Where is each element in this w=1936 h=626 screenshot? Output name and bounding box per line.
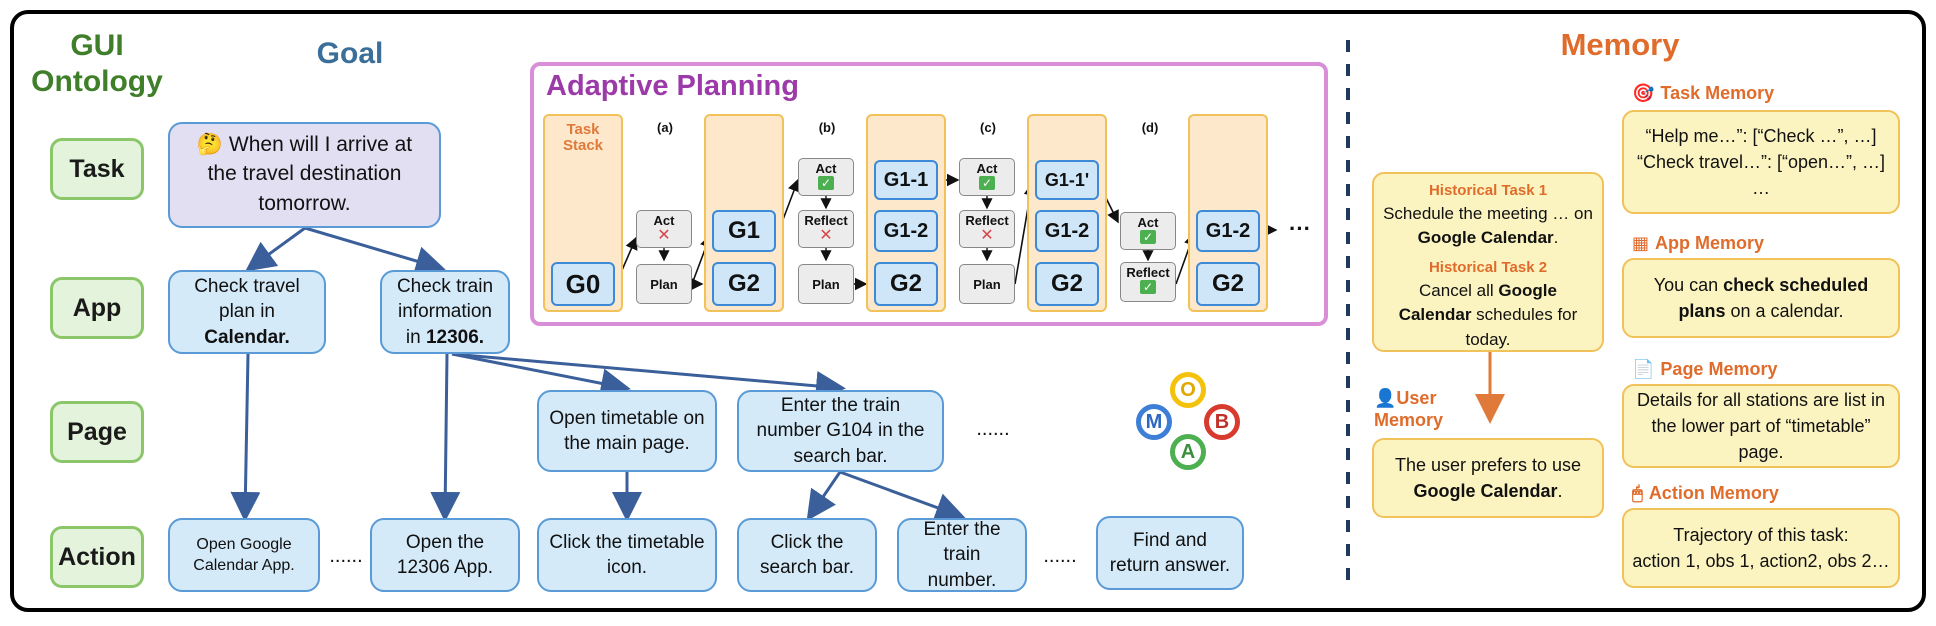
reflect-box-c: Reflect ✕ (959, 210, 1015, 248)
act-box-b: Act ✓ (798, 158, 854, 196)
action-node-find-answer: Find and return answer. (1096, 516, 1244, 590)
goal-g1: G1 (712, 210, 776, 252)
reflect-box-d: Reflect ✓ (1120, 262, 1176, 302)
historical-tasks-box: Historical Task 1 Schedule the meeting …… (1372, 172, 1604, 352)
plan-box-c: Plan (959, 264, 1015, 304)
goal-g1-1-prime: G1-1' (1035, 160, 1099, 200)
action-node-open-calendar: Open Google Calendar App. (168, 518, 320, 592)
diagram-frame (10, 10, 1926, 612)
action-ellipsis-2: ...... (1043, 544, 1077, 567)
check-icon: ✓ (979, 176, 995, 190)
level-task: Task (50, 138, 144, 200)
act-box-c: Act ✓ (959, 158, 1015, 196)
arrow-page2-to-action4 (806, 471, 842, 521)
app-node-bold: Calendar. (204, 326, 290, 348)
goal-g1-2: G1-2 (874, 210, 938, 252)
action-ellipsis-1: ...... (329, 544, 363, 567)
moba-letter-b: B (1204, 404, 1240, 440)
app-grid-icon: ▦ (1632, 232, 1650, 253)
check-icon: ✓ (1140, 230, 1156, 244)
thinking-emoji-icon: 🤔 (196, 133, 224, 156)
moba-letter-o: O (1170, 372, 1206, 408)
moba-letter-a: A (1170, 434, 1206, 470)
action-memory-box: Trajectory of this task: action 1, obs 1… (1622, 508, 1900, 588)
goal-g0: G0 (551, 262, 615, 306)
user-memory-title: 👤User Memory (1374, 388, 1444, 430)
reflect-box-b: Reflect ✕ (798, 210, 854, 248)
arrow-app2-to-action2 (430, 353, 461, 522)
act-box-a: Act ✕ (636, 210, 692, 248)
app-node-text: Check travel plan in (194, 276, 300, 323)
action-memory-title: 🖱Action Memory (1632, 482, 1779, 503)
app-memory-title: ▦App Memory (1632, 232, 1765, 253)
page-node-timetable: Open timetable on the main page. (537, 390, 717, 472)
arrow-app1-to-action1 (230, 353, 261, 522)
plan-box-a: Plan (636, 264, 692, 304)
goal-g1-2: G1-2 (1196, 210, 1260, 252)
adaptive-planning-title: Adaptive Planning (546, 70, 799, 102)
arrow-app2-to-page2 (451, 352, 846, 401)
check-icon: ✓ (1140, 280, 1156, 294)
page-node-search: Enter the train number G104 in the searc… (737, 390, 944, 472)
page-memory-box: Details for all stations are list in the… (1622, 384, 1900, 468)
arrow-page2-to-action5 (839, 470, 966, 522)
page-icon: 📄 (1632, 358, 1655, 379)
adaptive-planning-panel (530, 62, 1328, 326)
goal-g1-2: G1-2 (1035, 210, 1099, 252)
memory-title: Memory (1560, 27, 1680, 62)
arrow-task-to-app1 (245, 226, 306, 272)
app-node-calendar: Check travel plan in Calendar. (168, 270, 326, 354)
goal-g2: G2 (874, 262, 938, 306)
page-memory-title: 📄Page Memory (1632, 358, 1778, 379)
moba-letter-m: M (1136, 404, 1172, 440)
arrow-app2-to-page1 (451, 352, 631, 399)
historical-task-2-label: Historical Task 2 (1428, 259, 1548, 277)
mouse-icon: 🖱 (1632, 482, 1643, 503)
task-stack-label: Task Stack (562, 120, 604, 154)
level-action: Action (50, 526, 144, 588)
cross-icon: ✕ (980, 227, 994, 244)
user-icon: 👤 (1374, 388, 1397, 408)
task-memory-box: “Help me…”: [“Check …”, …] “Check travel… (1622, 110, 1900, 214)
step-label-c: (c) (980, 119, 996, 135)
task-memory-title: 🎯Task Memory (1632, 82, 1775, 103)
goal-label: Goal (316, 37, 384, 70)
action-node-click-timetable: Click the timetable icon. (537, 518, 717, 592)
arrow-task-to-app2 (304, 226, 446, 276)
action-node-click-search: Click the search bar. (737, 518, 877, 592)
level-app: App (50, 277, 144, 339)
action-node-open-12306: Open the 12306 App. (370, 518, 520, 592)
cross-icon: ✕ (819, 227, 833, 244)
plan-box-b: Plan (798, 264, 854, 304)
step-label-b: (b) (818, 119, 836, 135)
app-node-bold: 12306. (425, 326, 485, 348)
task-text: When will I arrive at the travel destina… (207, 133, 413, 215)
target-icon: 🎯 (1632, 82, 1655, 103)
app-node-12306: Check train information in 12306. (380, 270, 510, 354)
page-ellipsis: ...... (976, 417, 1010, 440)
planning-ellipsis: ··· (1289, 216, 1311, 241)
app-node-text: Check train information in (396, 276, 494, 348)
check-icon: ✓ (818, 176, 834, 190)
act-box-d: Act ✓ (1120, 212, 1176, 250)
cross-icon: ✕ (657, 227, 671, 244)
goal-g2: G2 (712, 262, 776, 306)
goal-g2: G2 (1035, 262, 1099, 306)
moba-logo: O M B A (1132, 370, 1248, 474)
historical-task-1-label: Historical Task 1 (1428, 182, 1548, 199)
app-memory-box: You can check scheduled plans on a calen… (1622, 258, 1900, 338)
task-node: 🤔 When will I arrive at the travel desti… (168, 122, 441, 228)
goal-g2: G2 (1196, 262, 1260, 306)
level-page: Page (50, 401, 144, 463)
step-label-a: (a) (657, 119, 673, 135)
goal-g1-1: G1-1 (874, 160, 938, 200)
step-label-d: (d) (1141, 119, 1159, 135)
action-node-enter-number: Enter the train number. (897, 518, 1027, 592)
ontology-title: GUI Ontology (31, 29, 163, 98)
user-memory-box: The user prefers to use Google Calendar. (1372, 438, 1604, 518)
